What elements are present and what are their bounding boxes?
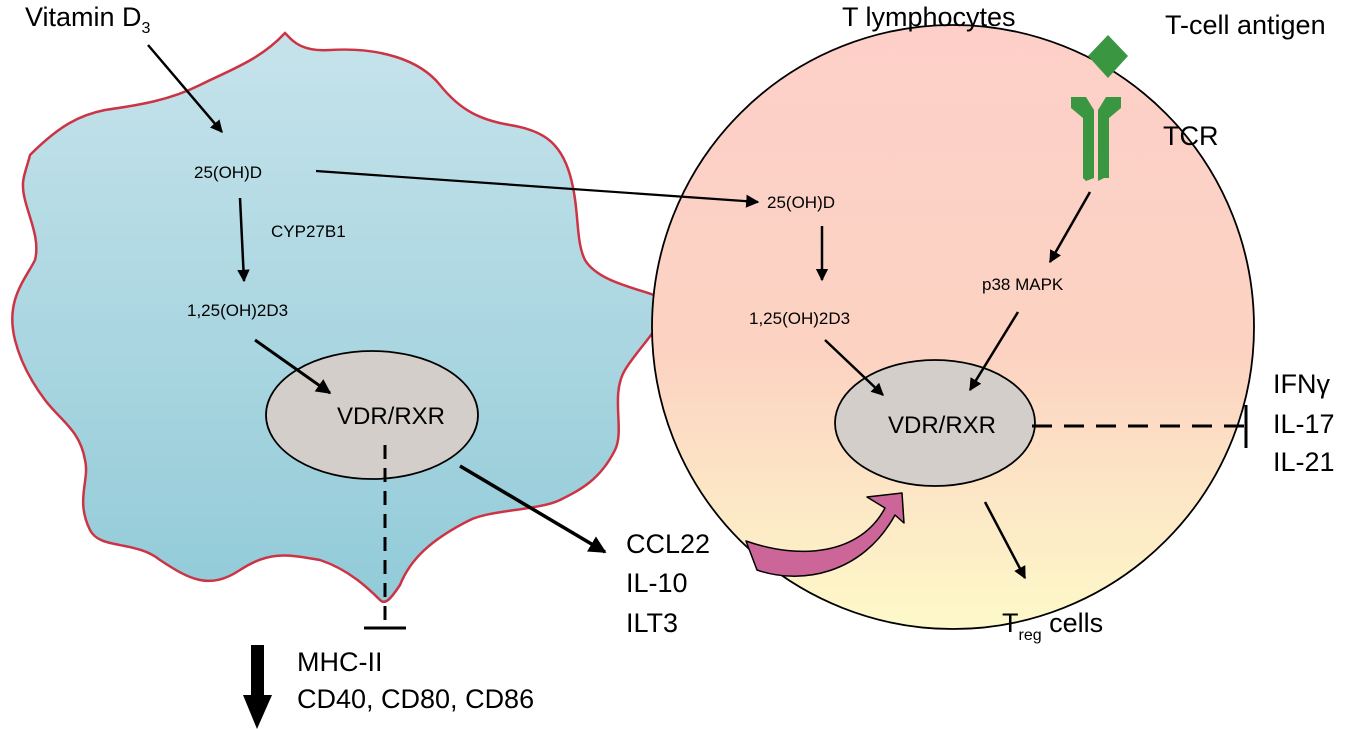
apc-125-label: 1,25(OH)2D3 — [187, 301, 288, 320]
arrow-vdr-to-treg — [983, 501, 1027, 580]
arrow-p38-to-vdr — [968, 311, 1020, 392]
t-cell-antigen-label: T-cell antigen — [1165, 10, 1326, 40]
t-cell-body — [651, 24, 1255, 630]
downregulated-item: MHC-II — [297, 647, 382, 677]
secreted-item: ILT3 — [626, 608, 678, 638]
tcr-label: TCR — [1163, 121, 1219, 151]
t-lymphocytes-label: T lymphocytes — [842, 2, 1016, 32]
secreted-item: CCL22 — [626, 529, 710, 559]
apc-cell-body — [11, 31, 667, 604]
arrow-25ohd-to-125-apc — [237, 197, 250, 283]
cytokine-item: IL-21 — [1273, 447, 1335, 477]
tcell-vdr-rxr-label: VDR/RXR — [888, 412, 996, 439]
downregulation-arrow-icon — [243, 645, 272, 729]
cytokine-item: IFNγ — [1273, 369, 1330, 399]
tcell-125-label: 1,25(OH)2D3 — [749, 309, 850, 328]
arrow-vitd-to-25ohd — [147, 44, 223, 133]
t-cell-antigen-icon — [1088, 35, 1128, 78]
arrow-vdr-to-secreted — [459, 464, 607, 554]
cyp27b1-label: CYP27B1 — [271, 222, 346, 241]
tcell-nucleus — [834, 359, 1036, 487]
p38-mapk-label: p38 MAPK — [982, 275, 1064, 294]
vitamin-d3-label: Vitamin D3 — [25, 2, 151, 37]
feedback-curved-arrow-icon — [745, 492, 905, 577]
arrow-tcr-to-p38 — [1048, 191, 1092, 264]
cytokine-item: IL-17 — [1273, 409, 1335, 439]
tcr-receptor-icon — [1071, 97, 1121, 181]
downregulated-item: CD40, CD80, CD86 — [297, 684, 534, 714]
secreted-item: IL-10 — [626, 568, 688, 598]
arrow-125-to-vdr-tcell — [824, 339, 884, 396]
arrow-125-to-vdr-apc — [254, 338, 332, 395]
arrow-25ohd-apc-to-tcell — [315, 169, 760, 208]
apc-25ohd-label: 25(OH)D — [194, 163, 262, 182]
downregulated-markers-list: MHC-II CD40, CD80, CD86 — [297, 647, 534, 714]
treg-cells-label: Treg cells — [1002, 608, 1103, 644]
tcell-25ohd-label: 25(OH)D — [767, 193, 835, 212]
inhibited-cytokines-list: IFNγ IL-17 IL-21 — [1273, 369, 1335, 477]
apc-vdr-rxr-label: VDR/RXR — [337, 403, 445, 430]
secreted-factors-list: CCL22 IL-10 ILT3 — [626, 529, 710, 638]
